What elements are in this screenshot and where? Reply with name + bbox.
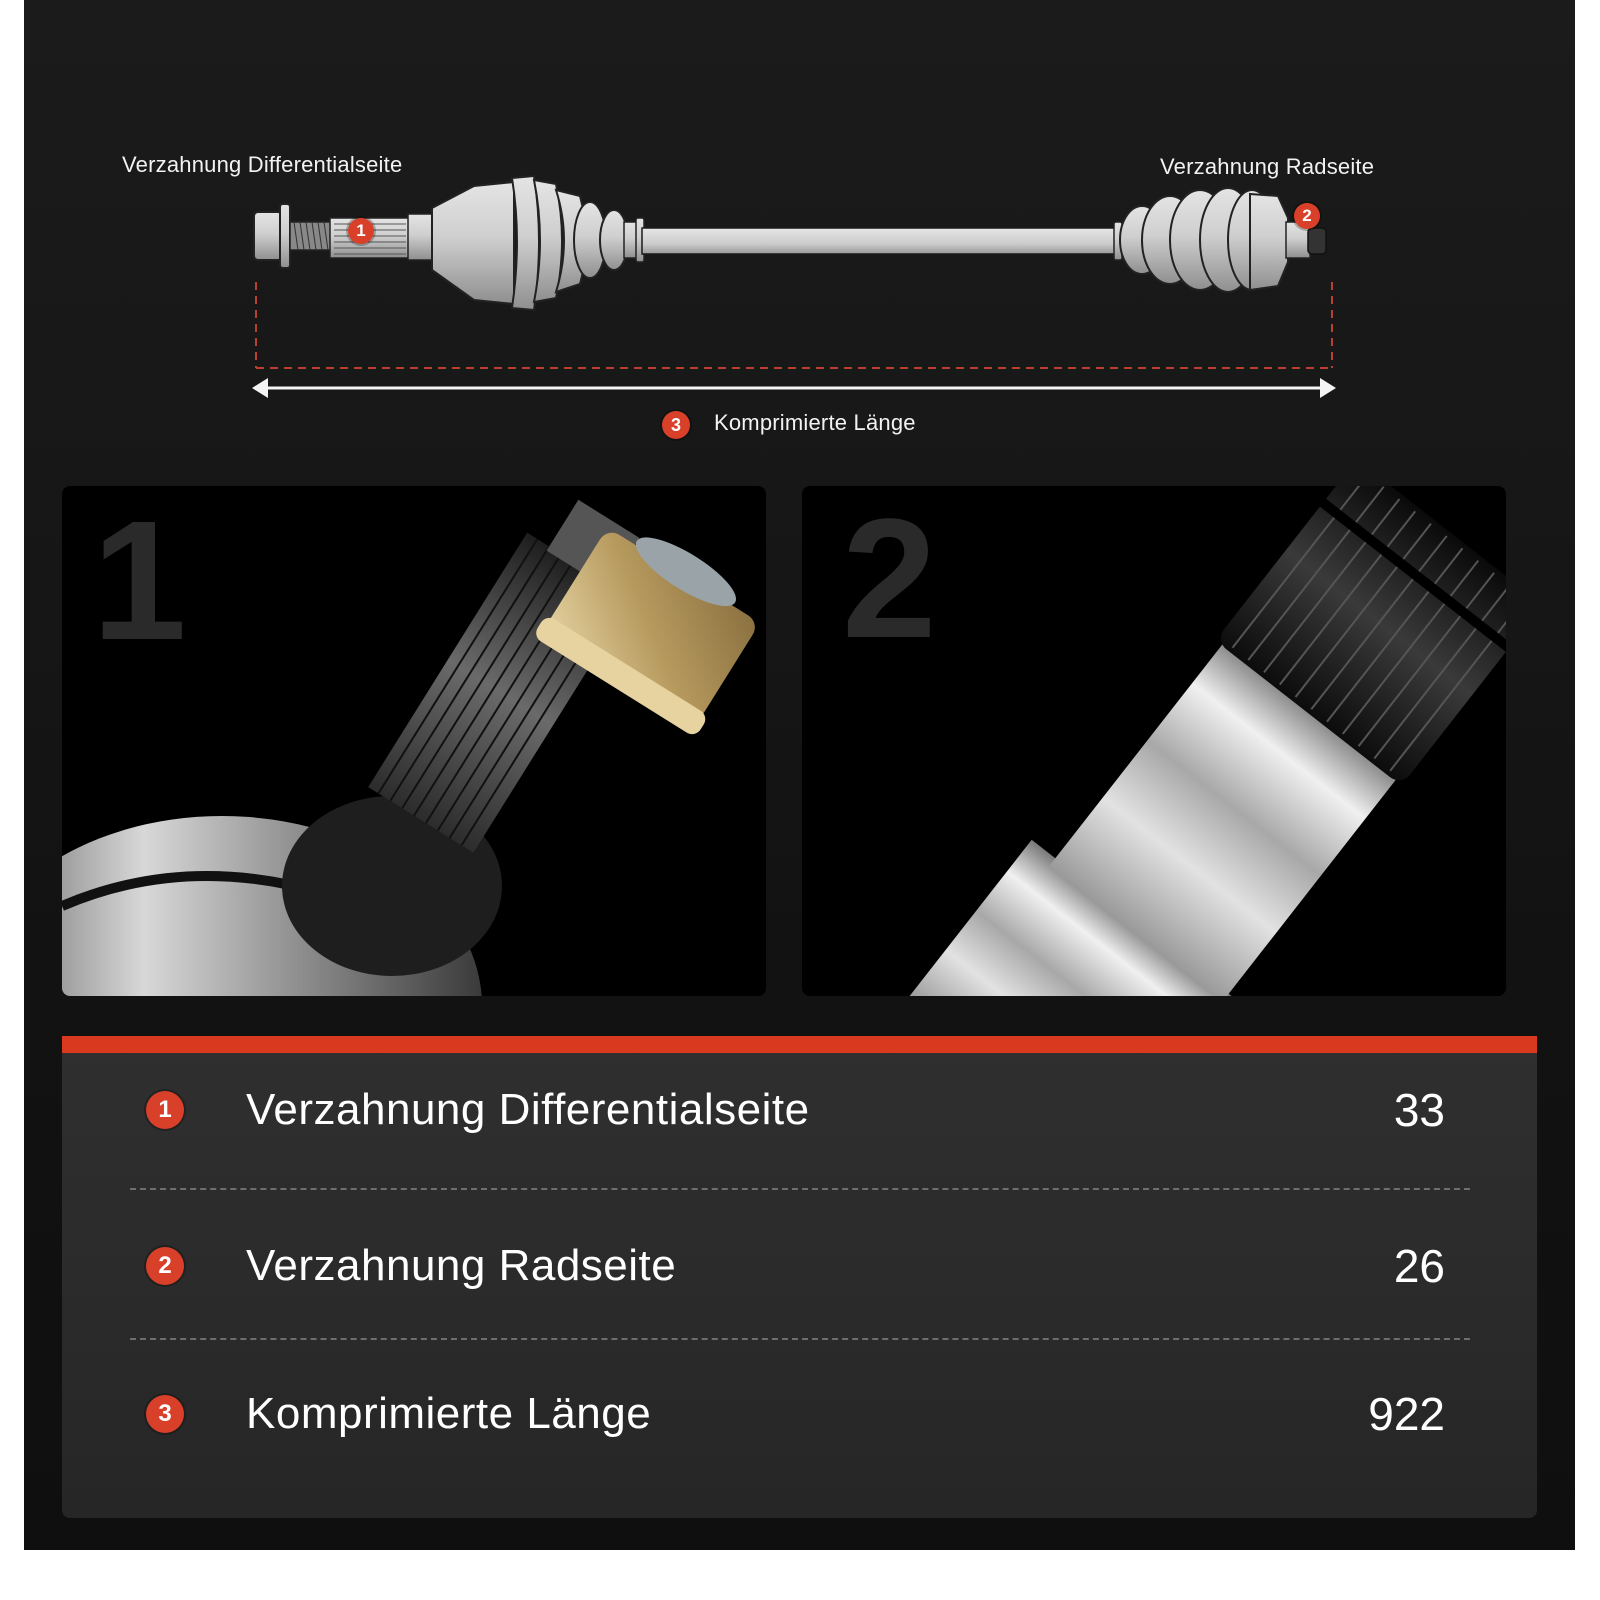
- marker-3-icon: 3: [662, 411, 690, 439]
- spec-value: 922: [1368, 1388, 1445, 1440]
- spec-table: 1 Verzahnung Differentialseite 33 2 Verz…: [62, 1036, 1537, 1518]
- label-differential-side: Verzahnung Differentialseite: [122, 152, 403, 177]
- photo-differential-side: 1: [62, 486, 766, 996]
- spec-table-accent-bar: [62, 1036, 1537, 1053]
- marker-1-icon: 1: [146, 1091, 184, 1129]
- spec-label: Komprimierte Länge: [246, 1389, 652, 1438]
- spec-label: Verzahnung Differentialseite: [246, 1085, 810, 1134]
- marker-3-icon: 3: [146, 1395, 184, 1433]
- photo-wheel-side: 2: [802, 486, 1506, 996]
- marker-2-icon: 2: [146, 1247, 184, 1285]
- row-divider: [130, 1188, 1470, 1190]
- photo-number-2: 2: [842, 486, 937, 674]
- wheel-spline-image: [908, 486, 1506, 996]
- spec-value: 33: [1393, 1084, 1445, 1136]
- label-compressed-length: Komprimierte Länge: [714, 410, 916, 435]
- spec-row-compressed-length: 3 Komprimierte Länge 922: [62, 1354, 1537, 1474]
- driveshaft-diagram: Verzahnung Differentialseite Verzahnung …: [24, 0, 1575, 470]
- marker-2-icon: 2: [1294, 203, 1320, 229]
- spec-label: Verzahnung Radseite: [246, 1241, 677, 1290]
- product-infographic: Verzahnung Differentialseite Verzahnung …: [24, 0, 1575, 1550]
- photo-number-1: 1: [92, 486, 187, 676]
- marker-1-icon: 1: [348, 218, 374, 244]
- spec-value: 26: [1393, 1240, 1445, 1292]
- spec-row-differential-side: 1 Verzahnung Differentialseite 33: [62, 1050, 1537, 1170]
- differential-spline-image: [62, 499, 755, 996]
- driveshaft-illustration: [252, 174, 1336, 398]
- row-divider: [130, 1338, 1470, 1340]
- spec-row-wheel-side: 2 Verzahnung Radseite 26: [62, 1206, 1537, 1326]
- label-wheel-side: Verzahnung Radseite: [1160, 154, 1375, 179]
